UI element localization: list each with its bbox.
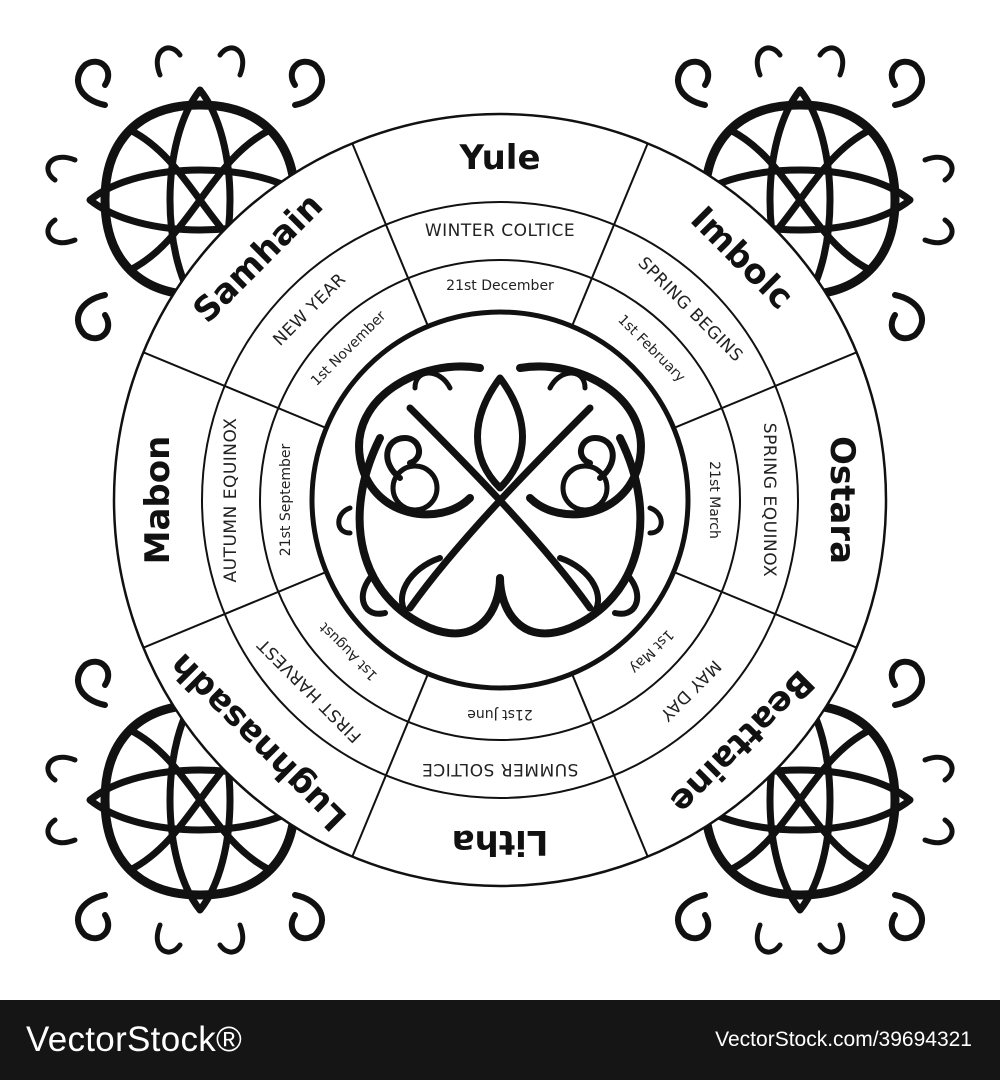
segment-dividers [142,142,858,858]
segment-divider [571,673,649,858]
segment-divider [142,571,327,649]
meaning-label-mabon: AUTUMN EQUINOX [221,418,241,583]
festival-label-litha: Litha [452,822,549,862]
date-label-mabon: 21st September [278,444,294,557]
meaning-label-litha: SUMMER SOLTICE [422,759,579,779]
date-label-ostara: 21st March [706,461,722,539]
segment-divider [142,351,327,429]
segment-divider [351,142,429,327]
wheel-festival-ring [201,201,799,799]
segment-divider [673,351,858,429]
festival-label-ostara: Ostara [822,436,862,564]
center-knot-emblem [336,362,664,638]
watermark-image-id: VectorStock.com/39694321 [715,1028,972,1051]
date-label-litha: 21st June [467,706,533,722]
segment-divider [571,142,649,327]
wheel-meaning-ring [259,259,741,741]
watermark-logo: VectorStock® [26,1020,243,1059]
meaning-label-yule: WINTER COLTICE [425,221,575,241]
segment-divider [351,673,429,858]
festival-label-yule: Yule [458,138,540,178]
watermark-bar: VectorStock® VectorStock.com/39694321 [0,1000,1000,1080]
date-label-yule: 21st December [446,278,554,294]
meaning-label-ostara: SPRING EQUINOX [759,423,779,577]
festival-label-mabon: Mabon [138,436,178,565]
segment-divider [673,571,858,649]
